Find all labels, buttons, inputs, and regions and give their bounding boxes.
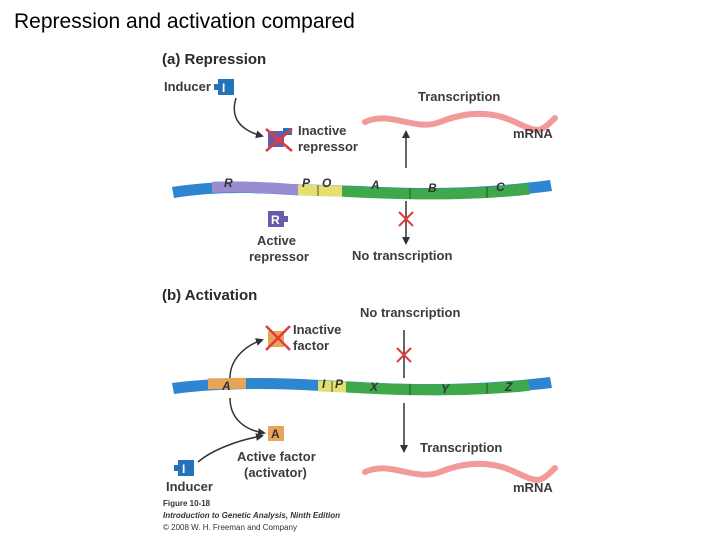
activation-no-transcription-label: No transcription — [360, 305, 460, 320]
mrna-strand-2 — [362, 460, 558, 483]
operator-o-label: O — [322, 176, 332, 190]
svg-text:A: A — [271, 427, 280, 441]
activation-inducer-icon: I — [174, 460, 194, 476]
svg-text:I: I — [182, 462, 185, 476]
activation-heading: (b) Activation — [162, 287, 257, 304]
promoter-p-label-2: P — [335, 377, 344, 391]
svg-text:I: I — [222, 81, 225, 95]
blocked-cross-icon — [398, 211, 414, 227]
inactive-factor-icon — [265, 325, 291, 351]
svg-text:R: R — [271, 213, 280, 227]
binding-arrow — [233, 97, 264, 139]
repression-heading: (a) Repression — [162, 51, 266, 68]
expression-arrow-2 — [229, 397, 266, 437]
active-repressor-label-1: Active — [257, 233, 296, 248]
blocked-cross-icon-2 — [396, 347, 412, 363]
inactive-repressor-label-1: Inactive — [298, 123, 346, 138]
slide-title: Repression and activation compared — [14, 10, 355, 33]
gene-x-label: X — [369, 380, 379, 394]
figure-number: Figure 10-18 — [163, 499, 211, 508]
active-factor-icon: A — [268, 426, 284, 441]
inactive-repressor-label-2: repressor — [298, 139, 358, 154]
activation-transcription-label: Transcription — [420, 440, 502, 455]
no-transcription-label: No transcription — [352, 248, 452, 263]
mrna-strand — [362, 110, 558, 133]
gene-c-label: C — [496, 180, 505, 194]
inactive-repressor-icon — [265, 128, 293, 152]
active-repressor-icon: R — [268, 211, 288, 227]
dna-strand-2 — [172, 377, 552, 396]
dna-strand — [172, 180, 552, 200]
repression-mrna-label: mRNA — [513, 126, 553, 141]
activation-mrna-label: mRNA — [513, 480, 553, 495]
gene-a-label-2: A — [221, 379, 231, 393]
expression-arrow — [229, 338, 264, 379]
gene-r-label: R — [224, 176, 233, 190]
promoter-p-label: P — [302, 176, 311, 190]
activation-inducer-label: Inducer — [166, 479, 213, 494]
activator-site-i-label: I — [322, 377, 326, 391]
active-factor-label-1: Active factor — [237, 449, 316, 464]
inactive-factor-label-1: Inactive — [293, 322, 341, 337]
inactive-factor-label-2: factor — [293, 338, 329, 353]
repression-inducer-icon: I — [214, 79, 234, 95]
gene-z-label: Z — [504, 380, 513, 394]
copyright-notice: © 2008 W. H. Freeman and Company — [163, 523, 297, 532]
gene-b-label: B — [428, 181, 437, 195]
gene-a-label: A — [370, 178, 380, 192]
gene-y-label: Y — [441, 382, 450, 396]
book-title: Introduction to Genetic Analysis, Ninth … — [163, 511, 340, 520]
repression-inducer-label: Inducer — [164, 79, 211, 94]
active-repressor-label-2: repressor — [249, 249, 309, 264]
repression-transcription-label: Transcription — [418, 89, 500, 104]
active-factor-label-2: (activator) — [244, 465, 307, 480]
binding-arrow-2 — [197, 433, 264, 463]
